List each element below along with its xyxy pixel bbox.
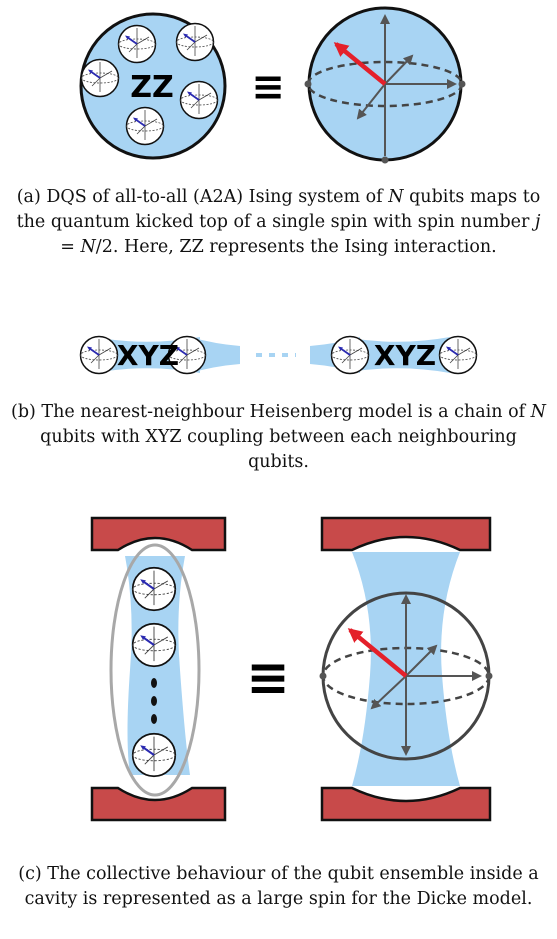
mirror-top — [320, 516, 492, 552]
caption-b-text: qubits with XYZ coupling between each ne… — [40, 427, 517, 472]
qubit-icon — [131, 622, 177, 668]
mirror-bottom — [320, 786, 492, 822]
qubit-icon — [175, 22, 215, 62]
spin-vector-arrow — [347, 628, 408, 678]
qubit-icon — [330, 335, 370, 375]
qubit-icon — [438, 335, 478, 375]
large-spin-sphere — [304, 6, 466, 164]
coupling-band — [350, 337, 450, 373]
qubit-icon — [125, 106, 165, 146]
mirror-bottom — [90, 786, 227, 822]
qubit-icon — [131, 732, 177, 778]
caption-a-symbol: N — [80, 237, 96, 257]
equivalence-symbol: ≡ — [246, 648, 290, 708]
qubit-icon — [179, 80, 219, 120]
cavity-right — [319, 516, 493, 822]
caption-a-symbol: N — [388, 187, 404, 207]
caption-b: (b) The nearest-neighbour Heisenberg mod… — [10, 400, 547, 475]
cavity-left — [90, 516, 227, 822]
caption-a-text: qubits maps to the quantum kicked top of… — [16, 187, 541, 232]
caption-a-text: = — [60, 237, 81, 257]
equivalence-symbol: ≡ — [251, 64, 285, 110]
qubit-icon — [131, 566, 177, 612]
xyz-label-left: XYZ — [117, 339, 179, 372]
qubit-icon — [80, 58, 120, 98]
caption-b-text: (b) The nearest-neighbour Heisenberg mod… — [11, 402, 526, 422]
spin-vector-arrow — [333, 42, 387, 86]
caption-b-symbol: N — [530, 402, 546, 422]
caption-a-text: /2. Here, ZZ represents the Ising intera… — [95, 237, 497, 257]
panel-c-diagram: ≡ — [90, 516, 493, 822]
caption-a-text: (a) DQS of all-to-all (A2A) Ising system… — [16, 187, 383, 207]
panel-a-diagram: ZZ ≡ — [79, 6, 466, 164]
caption-c: (c) The collective behaviour of the qubi… — [18, 864, 539, 909]
mirror-top — [90, 516, 227, 552]
panel-b-diagram: XYZ XYZ — [79, 335, 478, 375]
zz-label: ZZ — [130, 70, 174, 105]
qubit-icon — [117, 24, 157, 64]
caption-a-symbol: j — [534, 212, 541, 232]
ensemble-ellipse — [109, 543, 201, 797]
xyz-label-right: XYZ — [374, 339, 436, 372]
caption-a: (a) DQS of all-to-all (A2A) Ising system… — [10, 185, 547, 260]
qubit-icon — [79, 335, 119, 375]
